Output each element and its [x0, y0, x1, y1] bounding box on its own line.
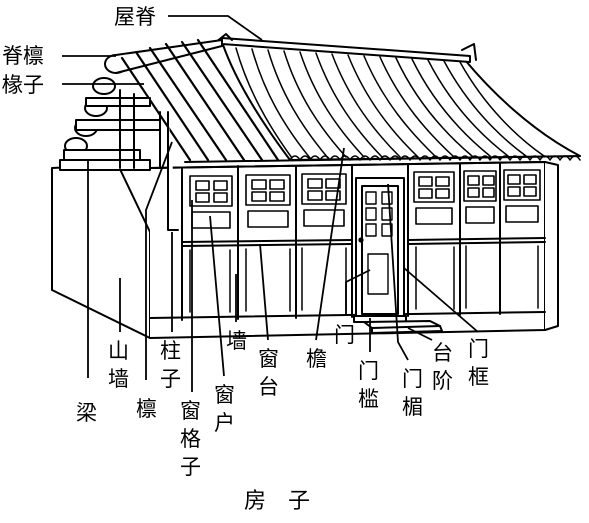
label-threshold-2: 槛: [358, 387, 379, 411]
label-windowsill-1: 窗: [258, 347, 279, 371]
label-beam: 梁: [76, 401, 97, 425]
label-lintel-2: 楣: [402, 395, 423, 419]
windowsill-band: [181, 239, 353, 243]
label-steps-1: 台: [432, 341, 453, 365]
label-wall: 墙: [226, 329, 247, 353]
label-gable-wall-2: 墙: [108, 367, 129, 391]
label-window-1: 窗: [214, 383, 235, 407]
eave-tile-ends: [289, 155, 581, 161]
labels: 屋脊 脊檩 椽子 山 墙 梁 柱 子 檩 窗 格 子 墙 窗 户 窗 台 檐 门…: [2, 5, 489, 514]
label-pillar-2: 子: [160, 367, 181, 391]
eave-fascia: [149, 161, 546, 169]
label-window-lattice-2: 格: [180, 427, 201, 451]
label-pillar-1: 柱: [160, 339, 181, 363]
label-door-frame-1: 门: [468, 337, 489, 361]
label-ridge: 屋脊: [114, 5, 156, 29]
label-rafter: 椽子: [2, 73, 44, 97]
steps: [363, 320, 441, 329]
label-door-frame-2: 框: [468, 365, 489, 389]
label-window-lattice-3: 子: [180, 455, 201, 479]
label-threshold-1: 门: [358, 359, 379, 383]
house-illustration: [51, 33, 581, 339]
label-steps-2: 阶: [432, 369, 453, 393]
label-ridge-purlin: 脊檩: [2, 44, 44, 68]
right-corner: [544, 161, 559, 331]
roof-surface: [221, 41, 581, 161]
exposed-structure: [59, 38, 280, 231]
label-purlin: 檩: [136, 397, 157, 421]
door-leaf: [361, 185, 399, 315]
label-gable-wall-1: 山: [108, 339, 129, 363]
leader-lines: [62, 15, 479, 392]
label-eave: 檐: [306, 347, 327, 371]
label-lintel-1: 门: [402, 367, 423, 391]
label-door: 门: [334, 323, 355, 347]
gable-wall: [51, 164, 151, 339]
door-assembly: [353, 177, 443, 334]
base-line: [149, 311, 546, 319]
roof-tiles: [235, 47, 545, 159]
label-window-lattice-1: 窗: [180, 399, 201, 423]
label-window-2: 户: [214, 411, 235, 435]
door-frame: [355, 177, 405, 317]
caption: 房 子: [244, 489, 310, 514]
window-lattice: [189, 169, 541, 229]
label-windowsill-2: 台: [258, 375, 279, 399]
